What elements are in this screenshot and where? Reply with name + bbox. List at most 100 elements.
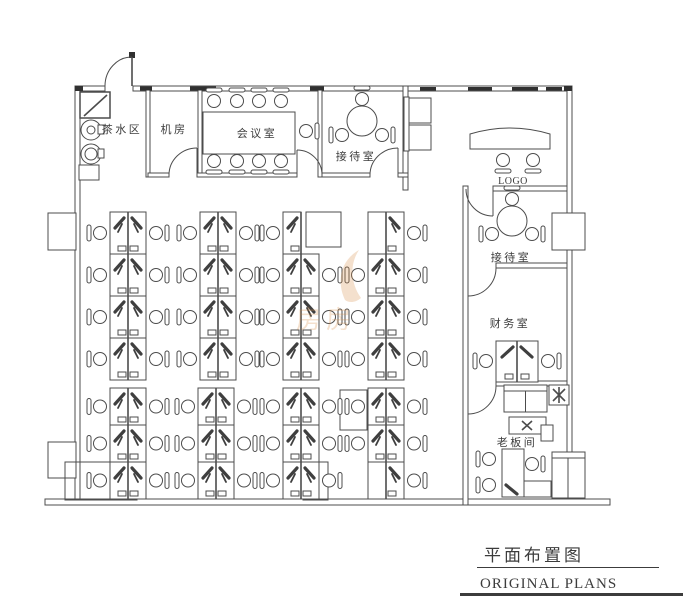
- office-chair: [407, 350, 428, 368]
- door-arc-server: [168, 147, 198, 176]
- office-chair: [259, 398, 280, 415]
- workstation-cluster: [109, 211, 147, 381]
- wall-marker: [190, 86, 216, 91]
- plan-title: 平面布置图: [484, 546, 584, 565]
- finance-furniture: [495, 340, 539, 383]
- conference-chair: [299, 122, 320, 140]
- office-chair: [176, 308, 197, 326]
- office-chair: [259, 266, 280, 284]
- wall: [492, 185, 568, 192]
- wall: [495, 262, 568, 269]
- office-chair: [322, 398, 343, 415]
- reception-chair: [328, 126, 349, 144]
- columns: [47, 211, 586, 501]
- office-chair: [176, 266, 197, 284]
- office-chair: [322, 472, 343, 489]
- office-chair: [174, 435, 195, 452]
- office-chair: [174, 472, 195, 489]
- office-chair: [176, 350, 197, 368]
- workstation-cluster: [367, 211, 405, 381]
- window-marker: [468, 87, 492, 91]
- office-chair: [149, 350, 170, 368]
- room-labels: 茶水区 机房 会议室 接待室 LOGO 接待室 财务室 老板间: [102, 122, 538, 449]
- conference-chair: [205, 87, 223, 108]
- office-chair: [86, 350, 107, 368]
- plant-icon: [521, 420, 533, 431]
- wall: [321, 172, 371, 178]
- door-arc-conference: [296, 149, 323, 176]
- office-chair: [86, 266, 107, 284]
- office-chair: [322, 308, 343, 326]
- logo-reception-desk: [469, 127, 551, 150]
- office-chair: [149, 398, 170, 415]
- guest-chair: [524, 153, 542, 174]
- desk-phone: [520, 373, 530, 380]
- reception-chair: [375, 126, 396, 144]
- sink-drain: [86, 125, 96, 135]
- wall-markers: [75, 52, 572, 91]
- office-chair: [322, 266, 343, 284]
- office-chair: [149, 266, 170, 284]
- desk-chair: [472, 352, 493, 370]
- office-chair: [407, 435, 428, 452]
- guest-chair: [475, 476, 496, 494]
- office-chair: [322, 435, 343, 452]
- conference-chair: [250, 87, 268, 108]
- plant-icon: [552, 387, 566, 403]
- room-label-finance: 财务室: [490, 316, 531, 330]
- column: [551, 212, 586, 251]
- reception-chair: [503, 185, 521, 206]
- pen-tray: [504, 483, 519, 496]
- executive-chair: [525, 455, 546, 473]
- column: [47, 441, 77, 479]
- watermark-swirl: [340, 250, 361, 303]
- room-label-conference: 会议室: [237, 126, 278, 140]
- desk-chair: [541, 352, 562, 370]
- tea-area-fixtures: [78, 91, 111, 181]
- office-chair: [344, 308, 365, 326]
- title-block: 平面布置图 ORIGINAL PLANS: [460, 546, 683, 596]
- room-label-boss: 老板间: [497, 435, 538, 449]
- office-chair: [239, 308, 260, 326]
- office-chair: [259, 435, 280, 452]
- desk-plant: [519, 345, 534, 359]
- office-chair: [86, 224, 107, 242]
- conference-chair: [250, 154, 268, 175]
- office-chair: [86, 435, 107, 452]
- reception-chair: [478, 225, 499, 243]
- office-chair: [322, 350, 343, 368]
- conference-chair: [228, 154, 246, 175]
- wall-marker: [140, 86, 152, 91]
- office-chair: [174, 398, 195, 415]
- door-arc-boss: [467, 385, 497, 415]
- boss-room-furniture: [501, 384, 586, 499]
- workstation-cluster: [282, 211, 320, 381]
- office-chair: [407, 224, 428, 242]
- office-chair: [259, 472, 280, 489]
- lobby-sofa: [403, 96, 432, 152]
- office-chair: [407, 308, 428, 326]
- desk-phone: [504, 373, 514, 380]
- door-arc-reception-right: [465, 188, 494, 217]
- burner-ring: [84, 147, 98, 161]
- window-marker: [420, 87, 436, 91]
- office-chair: [407, 266, 428, 284]
- room-label-tea: 茶水区: [102, 123, 143, 136]
- room-label-reception-top: 接待室: [336, 149, 377, 163]
- tap: [97, 148, 105, 159]
- side-table: [540, 424, 554, 442]
- table: [202, 111, 296, 155]
- wall: [566, 85, 573, 506]
- desk-plant: [500, 345, 515, 359]
- office-chair: [344, 435, 365, 452]
- doors: [104, 56, 497, 415]
- column: [47, 212, 77, 251]
- office-chair: [239, 266, 260, 284]
- wall: [462, 185, 469, 506]
- watermark: 房房: [296, 250, 361, 334]
- guest-chair: [494, 153, 512, 174]
- workstation-layer: [86, 85, 562, 500]
- office-chair: [259, 224, 280, 242]
- office-chair: [344, 398, 365, 415]
